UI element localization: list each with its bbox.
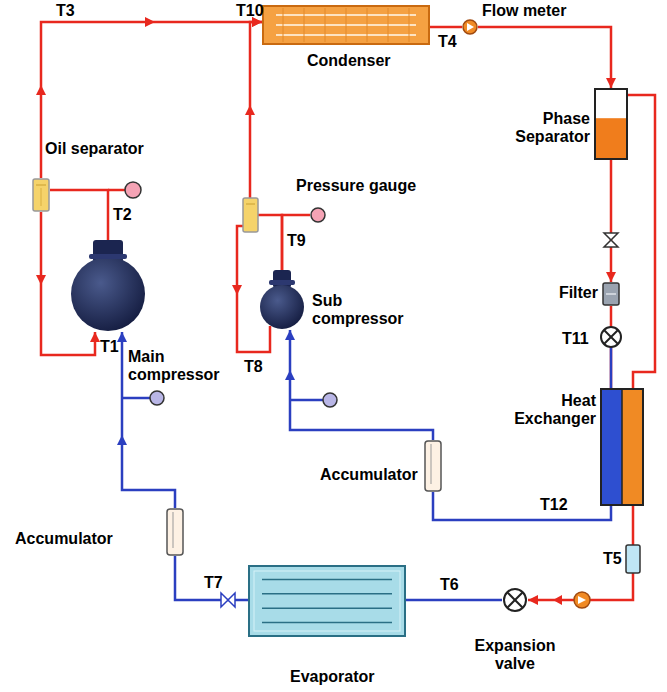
temperature-point: T8 (244, 358, 263, 376)
suction-gauge-symbol (150, 391, 164, 405)
flow-arrow (117, 435, 127, 445)
filter: Filter (602, 282, 620, 306)
refrigerant-pipe (406, 599, 502, 602)
pressure-gauge-symbol (125, 182, 141, 198)
flow-arrow (36, 275, 46, 285)
temperature-point: T5 (603, 550, 622, 568)
accumulator: Accumulator (424, 440, 442, 492)
phase-separator-shape (594, 88, 628, 160)
flow-arrow (145, 17, 155, 27)
valve-symbol (604, 233, 618, 247)
evaporator: Evaporator (248, 565, 406, 637)
component-label: Phase Separator (500, 110, 590, 146)
temperature-point: T11 (562, 330, 589, 348)
valve-cross (604, 330, 618, 344)
refrigerant-pipe (175, 556, 248, 600)
refrigerant-pipe (478, 27, 611, 88)
component-label: Evaporator (290, 668, 374, 686)
flow-arrow (245, 105, 255, 115)
component-label: Accumulator (15, 530, 113, 548)
suction-gauge-symbol (323, 393, 337, 407)
temperature-point: T2 (113, 206, 132, 224)
expansion-valve: Expansion valve (502, 587, 528, 613)
main-compressor: Main compressor (70, 240, 146, 332)
component-label: Expansion valve (468, 637, 562, 673)
pipe-segment (610, 347, 613, 388)
accumulator-shape (166, 508, 184, 556)
expansion-valve-shape (502, 587, 528, 613)
component-label: Pressure gauge (296, 177, 416, 195)
oil-separator-detail (246, 204, 255, 205)
oil-separator-symbol (243, 198, 258, 232)
gauge-line (108, 189, 126, 192)
component-label: Sub compressor (312, 292, 412, 328)
component-label: Condenser (307, 52, 391, 70)
sensor-symbol (626, 545, 640, 573)
condenser: Condenser (262, 5, 430, 45)
refrigerant-pipe (430, 26, 462, 29)
pump-triangle (578, 596, 586, 604)
evaporator-shape (248, 565, 406, 637)
oil-separator-shape (32, 178, 50, 212)
filter-shape (602, 282, 620, 306)
temperature-point: T10 (236, 2, 264, 20)
heat-exchanger: Heat Exchanger (600, 388, 644, 506)
flow-meter-shape (462, 19, 478, 35)
condenser-shape (262, 5, 430, 45)
refrigerant-pipe (610, 160, 613, 282)
pressure-gauge-shape (310, 207, 326, 223)
sub-compressor: Sub compressor (259, 270, 305, 330)
component-label: Main compressor (128, 348, 228, 384)
refrigerant-pipe (628, 95, 655, 388)
heat-exchanger-shape (600, 388, 644, 506)
pressure-gauge: Pressure gauge (310, 207, 326, 223)
temperature-point: T9 (287, 232, 306, 250)
component-label: Flow meter (482, 2, 566, 20)
sub-compressor-shape (259, 270, 305, 330)
refrigerant-pipe (41, 22, 262, 178)
flow-arrow (285, 370, 295, 380)
temperature-point: T12 (540, 496, 568, 514)
accumulator-shape (424, 440, 442, 492)
refrigerant-pipe (282, 215, 310, 270)
flow-arrow (36, 85, 46, 95)
temperature-point: T7 (204, 574, 223, 592)
component-label: Filter (550, 284, 598, 302)
temperature-point: T4 (438, 33, 457, 51)
valve-cross (604, 330, 618, 344)
pump-symbol (574, 592, 590, 608)
main-compressor-shape (70, 240, 146, 332)
temperature-point: T1 (100, 338, 119, 356)
refrigerant-pipe (433, 492, 611, 520)
oil-separator: Oil separator (32, 178, 50, 212)
refrigerant-pipe (250, 22, 282, 270)
valve-symbol (221, 593, 235, 607)
accumulator: Accumulator (166, 508, 184, 556)
temperature-point: T3 (56, 2, 75, 20)
refrigerant-pipe (290, 330, 433, 440)
component-label: Heat Exchanger (504, 392, 596, 428)
gauge-line (290, 399, 323, 402)
oil-return-line (237, 226, 270, 352)
refrigerant-pipe (50, 190, 108, 240)
gauge-line (122, 397, 150, 400)
phase-separator: Phase Separator (594, 88, 628, 160)
component-label: Oil separator (45, 140, 144, 158)
component-label: Accumulator (320, 466, 418, 484)
flow-arrow (232, 285, 242, 295)
temperature-point: T6 (440, 576, 459, 594)
flow-arrow (553, 595, 562, 605)
flow-meter: Flow meter (462, 19, 478, 35)
expansion-valve-symbol (601, 327, 621, 347)
